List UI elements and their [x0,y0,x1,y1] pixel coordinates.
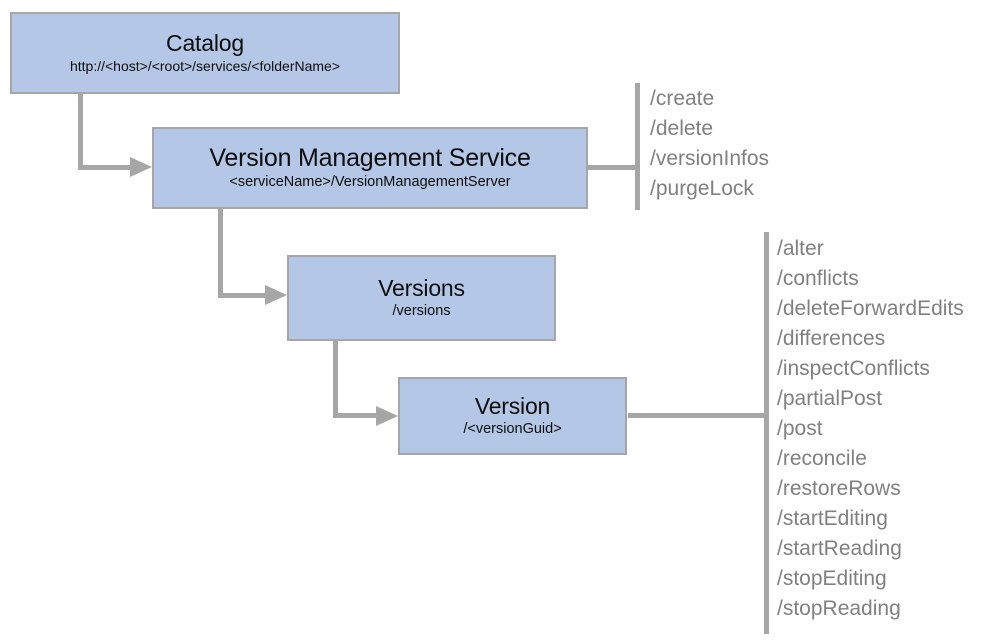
operation-item-9[interactable]: /startEditing [777,507,888,530]
arrowhead-versions-to-version [376,406,398,426]
node-versions-title: Versions [378,274,465,301]
operation-item-4[interactable]: /inspectConflicts [777,357,930,380]
node-version[interactable]: Version /<versionGuid> [398,377,627,455]
connector-versions-to-version-vertical [333,340,338,416]
operation-item-0[interactable]: /alter [777,237,824,260]
operations-rail-service [635,83,640,210]
connector-service-to-operations [586,165,640,170]
operations-rail-version [764,232,769,634]
connector-catalog-to-service-horizontal [78,165,130,170]
connector-catalog-to-service-vertical [78,93,83,165]
operation-item-3[interactable]: /differences [777,327,886,350]
node-versions[interactable]: Versions /versions [287,255,556,341]
operation-item-11[interactable]: /stopEditing [777,567,887,590]
operation-item-5[interactable]: /partialPost [777,387,883,410]
node-catalog-subtitle: http://<host>/<root>/services/<folderNam… [69,58,341,75]
operation-item-2[interactable]: /deleteForwardEdits [777,297,964,320]
operation-item-1[interactable]: /conflicts [777,267,859,290]
node-catalog[interactable]: Catalog http://<host>/<root>/services/<f… [10,12,400,94]
operation-item-2[interactable]: /versionInfos [650,147,770,170]
node-version-management-service-title: Version Management Service [209,143,531,172]
operation-item-10[interactable]: /startReading [777,537,902,560]
operation-item-8[interactable]: /restoreRows [777,477,901,500]
node-version-subtitle: /<versionGuid> [463,421,562,438]
operation-item-7[interactable]: /reconcile [777,447,867,470]
operation-item-3[interactable]: /purgeLock [650,177,754,200]
operation-item-1[interactable]: /delete [650,117,714,140]
connector-versions-to-version-horizontal [333,413,376,418]
connector-version-to-operations [628,413,769,418]
arrowhead-service-to-versions [265,285,287,305]
operation-item-6[interactable]: /post [777,417,823,440]
operations-list-service: /create/delete/versionInfos/purgeLock [650,84,769,204]
operation-item-12[interactable]: /stopReading [777,597,901,620]
node-catalog-title: Catalog [166,30,244,57]
connector-service-to-versions-vertical [218,208,223,293]
arrowhead-catalog-to-service [130,157,152,177]
node-version-management-service[interactable]: Version Management Service <serviceName>… [152,127,588,209]
operation-item-0[interactable]: /create [650,87,715,110]
node-version-title: Version [474,392,551,419]
connector-service-to-versions-horizontal [218,293,266,298]
operations-list-version: /alter/conflicts/deleteForwardEdits/diff… [777,234,964,624]
node-version-management-service-subtitle: <serviceName>/VersionManagementServer [229,174,511,191]
node-versions-subtitle: /versions [392,303,451,320]
